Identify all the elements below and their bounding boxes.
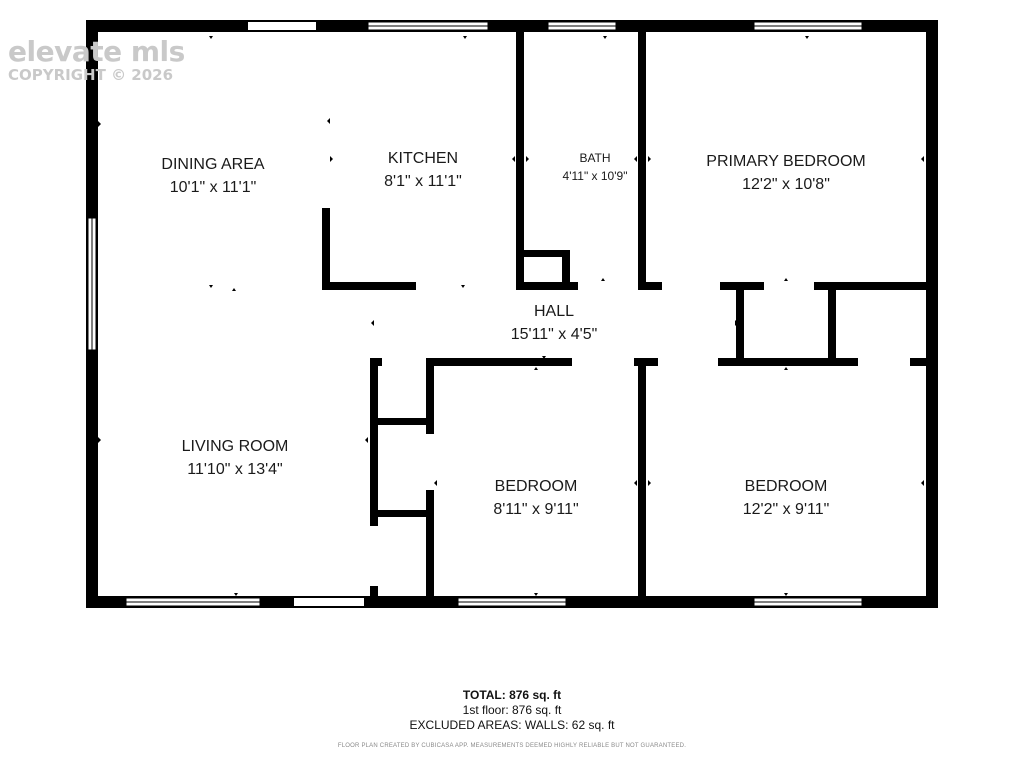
room-dimensions: 10'1" x 11'1" (170, 179, 257, 196)
room-dimensions: 8'11" x 9'11" (493, 501, 578, 518)
marker-icon (648, 156, 651, 162)
primary-bottom-wall-a (638, 282, 662, 290)
window-top-dining (248, 22, 316, 30)
marker-icon (634, 480, 637, 486)
bath-notch-top (516, 250, 570, 257)
bedroom-divider-wall (638, 358, 646, 604)
room-dimensions: 11'10" x 13'4" (187, 461, 282, 478)
excluded-areas: EXCLUDED AREAS: WALLS: 62 sq. ft (409, 718, 615, 732)
closet-stack-wall-b (426, 490, 434, 604)
marker-icon (921, 480, 924, 486)
marker-icon (98, 437, 101, 443)
room-label-kitchen: KITCHEN 8'1" x 11'1" (384, 150, 462, 190)
room-name: BEDROOM (745, 478, 828, 495)
marker-icon (784, 367, 788, 370)
room-label-living-room: LIVING ROOM 11'10" x 13'4" (182, 438, 289, 478)
closet-wall-right (828, 282, 836, 366)
hall-bottom-wall-b (426, 358, 572, 366)
marker-icon (463, 36, 467, 39)
marker-icon (209, 285, 213, 288)
bath-left-wall (516, 32, 524, 290)
marker-icon (784, 593, 788, 596)
marker-icon (534, 593, 538, 596)
kitchen-counter-base (322, 282, 416, 290)
closet-shelf-b (374, 510, 430, 517)
room-dimensions: 4'11" x 10'9" (563, 169, 628, 183)
marker-icon (601, 278, 605, 281)
watermark-brand: elevate mls (8, 35, 185, 68)
marker-icon (526, 156, 529, 162)
room-label-bedroom-3: BEDROOM 12'2" x 9'11" (743, 478, 830, 518)
room-label-primary-bedroom: PRIMARY BEDROOM 12'2" x 10'8" (706, 153, 865, 193)
room-name: KITCHEN (388, 150, 458, 167)
room-name: HALL (534, 303, 574, 320)
hall-bottom-wall-d (718, 358, 858, 366)
kitchen-counter-wall (322, 208, 330, 290)
area-totals: TOTAL: 876 sq. ft 1st floor: 876 sq. ft … (0, 688, 1024, 733)
room-dimensions: 15'11" x 4'5" (511, 326, 598, 343)
hall-bottom-wall-e (910, 358, 930, 366)
marker-icon (784, 278, 788, 281)
marker-icon (603, 36, 607, 39)
closet-wall-left (736, 282, 744, 366)
marker-icon (232, 288, 236, 291)
marker-icon (371, 320, 374, 326)
marker-icon (512, 156, 515, 162)
room-dimensions: 8'1" x 11'1" (384, 173, 462, 190)
marker-icon (542, 356, 546, 359)
room-dimensions: 12'2" x 9'11" (743, 501, 830, 518)
door-front (294, 598, 364, 606)
room-name: LIVING ROOM (182, 438, 289, 455)
marker-icon (434, 480, 437, 486)
marker-icon (921, 156, 924, 162)
living-right-wall-a (370, 358, 378, 526)
marker-icon (327, 118, 330, 124)
primary-bottom-wall-c (814, 282, 930, 290)
marker-icon (735, 320, 738, 326)
first-floor-area: 1st floor: 876 sq. ft (462, 703, 562, 717)
room-label-bedroom-2: BEDROOM 8'11" x 9'11" (493, 478, 578, 518)
marker-icon (461, 285, 465, 288)
marker-icon (648, 480, 651, 486)
room-dimensions: 12'2" x 10'8" (742, 176, 830, 193)
room-name: BEDROOM (495, 478, 578, 495)
room-label-dining: DINING AREA 10'1" x 11'1" (161, 156, 264, 196)
primary-left-wall (638, 32, 646, 290)
room-name: BATH (579, 151, 610, 165)
room-label-hall: HALL 15'11" x 4'5" (511, 303, 598, 343)
room-name: PRIMARY BEDROOM (706, 153, 865, 170)
interior-walls (322, 32, 930, 604)
room-label-bath: BATH 4'11" x 10'9" (563, 151, 628, 183)
room-name: DINING AREA (161, 156, 264, 173)
watermark-logo: elevate mls COPYRIGHT © 2026 (8, 38, 185, 83)
marker-icon (365, 437, 368, 443)
marker-icon (98, 121, 101, 127)
living-right-wall-b (370, 586, 378, 604)
marker-icon (209, 36, 213, 39)
closet-shelf-a (374, 418, 430, 425)
marker-icon (534, 367, 538, 370)
closet-stack-wall-a (426, 358, 434, 434)
windows (87, 21, 863, 607)
wall-right (926, 20, 938, 608)
marker-icon (234, 593, 238, 596)
bath-notch-side (562, 250, 570, 290)
watermark-copyright: COPYRIGHT © 2026 (8, 66, 174, 84)
disclaimer-note: FLOOR PLAN CREATED BY CUBICASA APP. MEAS… (337, 743, 687, 749)
bath-bottom-wall (520, 282, 578, 290)
opening-markers (98, 36, 924, 596)
exterior-walls (86, 20, 938, 608)
marker-icon (805, 36, 809, 39)
marker-icon (330, 156, 333, 162)
total-area: TOTAL: 876 sq. ft (462, 688, 562, 702)
marker-icon (634, 156, 637, 162)
